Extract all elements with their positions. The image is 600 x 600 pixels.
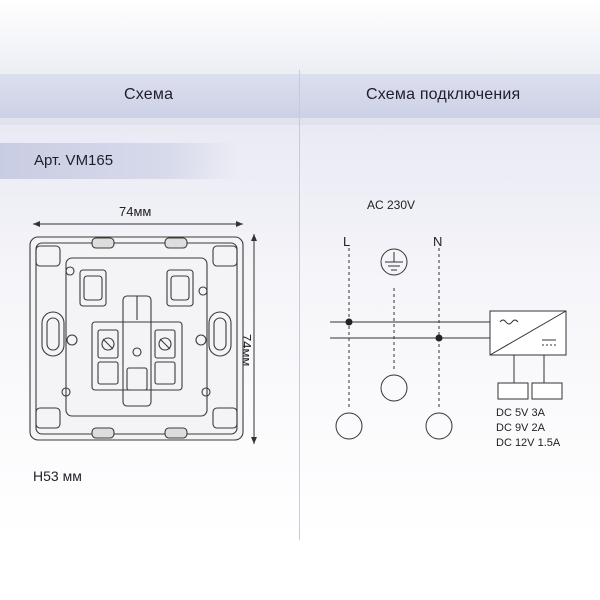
device-drawing <box>29 236 244 441</box>
output-spec-9v: DC 9V 2A <box>496 422 545 434</box>
line-label: L <box>343 234 351 249</box>
output-spec-5v: DC 5V 3A <box>496 407 545 419</box>
width-dimension-label: 74мм <box>119 204 152 219</box>
neutral-label: N <box>433 234 443 249</box>
article-number: Арт. VM165 <box>34 152 114 169</box>
supply-voltage-label: AC 230V <box>367 198 416 212</box>
scheme-heading: Схема <box>124 86 174 103</box>
wiring-heading: Схема подключения <box>366 86 521 103</box>
output-spec-12v: DC 12V 1.5A <box>496 437 561 449</box>
height-dimension <box>251 234 257 444</box>
depth-label: H53 мм <box>33 468 82 484</box>
article-tag <box>0 143 240 179</box>
column-divider <box>299 70 300 540</box>
header-band <box>0 74 600 118</box>
width-dimension <box>33 221 243 227</box>
wiring-diagram <box>330 248 567 440</box>
